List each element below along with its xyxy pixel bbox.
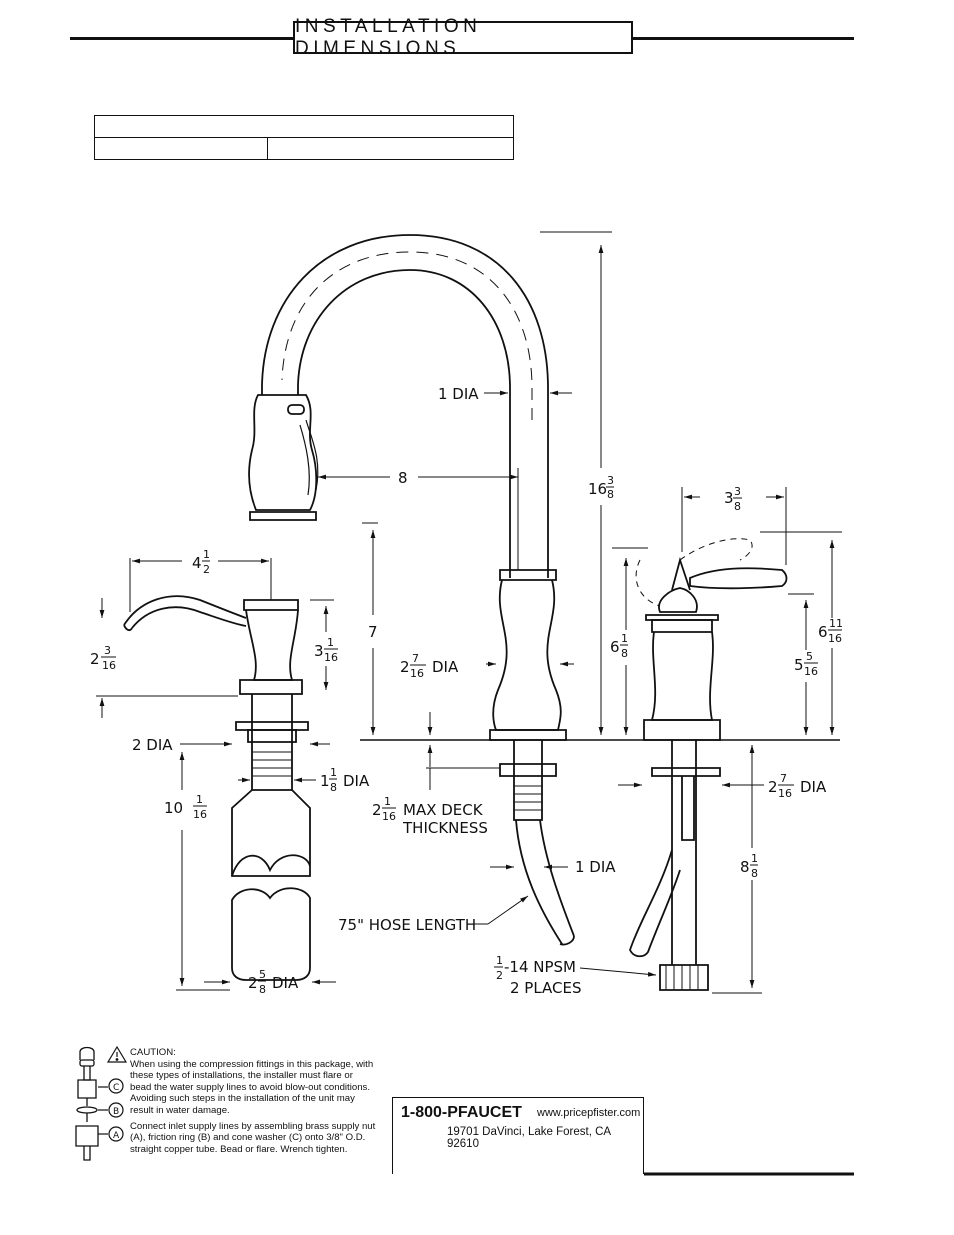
dim-deck-num: 1: [384, 795, 391, 808]
spec-table-row: [95, 116, 513, 138]
dim-body-dia-whole: 2: [400, 658, 410, 676]
dim-soap-head-den: 16: [324, 651, 338, 664]
dim-body-dia-suffix: DIA: [432, 658, 459, 676]
dim-handle-top-whole: 6: [818, 623, 828, 641]
dim-handle-mid-num: 5: [806, 650, 813, 663]
dim-soap-shank-whole: 1: [320, 772, 330, 790]
dim-deck-den: 16: [382, 810, 396, 823]
dim-deck-line2: THICKNESS: [402, 819, 488, 837]
instruction-line: (A), friction ring (B) and cone washer (…: [130, 1132, 366, 1144]
dim-side-base-num: 7: [780, 772, 787, 785]
caution-notice: CAUTION: When using the compression fitt…: [130, 1047, 380, 1155]
instruction-line: Connect inlet supply lines by assembling…: [130, 1120, 376, 1132]
warning-triangle-icon: [106, 1045, 128, 1063]
dim-side-height-num: 1: [621, 632, 628, 645]
dim-soap-spout-whole: 2: [90, 650, 100, 668]
fitting-label-a: [98, 1126, 124, 1142]
dim-soap-shank-num: 1: [330, 766, 337, 779]
dim-soap-length-whole: 10: [164, 799, 183, 817]
dim-npsm-num: 1: [496, 954, 503, 967]
dim-soap-shank-den: 8: [330, 781, 337, 794]
header-rule-left: [70, 37, 293, 40]
dim-soap-reach-den: 2: [203, 563, 210, 576]
dim-soap-head-num: 1: [327, 636, 334, 649]
header-rule-right: [633, 37, 854, 40]
contact-address: 19701 DaVinci, Lake Forest, CA 92610: [447, 1126, 611, 1150]
dim-spout-dia: 1 DIA: [438, 385, 479, 403]
dim-soap-bottle-num: 5: [259, 968, 266, 981]
dim-soap-spout-den: 16: [102, 659, 116, 672]
dim-spout-clearance: 7: [368, 623, 378, 641]
dim-npsm-den: 2: [496, 969, 503, 982]
contact-box: 1-800-PFAUCET www.pricepfister.com 19701…: [392, 1097, 644, 1174]
caution-line: result in water damage.: [130, 1104, 230, 1116]
spec-table: [94, 115, 514, 160]
dim-body-dia-num: 7: [412, 652, 419, 665]
dim-handle-width-den: 8: [734, 500, 741, 513]
dim-soap-reach-whole: 4: [192, 554, 202, 572]
dim-side-base-den: 16: [778, 787, 792, 800]
dim-hose-length: 75" HOSE LENGTH: [338, 916, 476, 934]
dim-handle-width-num: 3: [734, 485, 741, 498]
contact-phone: 1-800-PFAUCET: [401, 1104, 522, 1121]
dim-side-base-suffix: DIA: [800, 778, 827, 796]
dim-side-shank-num: 1: [751, 852, 758, 865]
fitting-label-b: [98, 1102, 124, 1118]
instruction-line: straight copper tube. Bead or flare. Wre…: [130, 1143, 348, 1155]
caution-heading: CAUTION:: [130, 1047, 176, 1058]
dim-side-base-whole: 2: [768, 778, 778, 796]
dim-handle-top-num: 11: [829, 617, 843, 630]
faucet-body-drawing: [248, 234, 575, 946]
dim-handle-width-whole: 3: [724, 489, 734, 507]
fitting-letter-b: B: [113, 1107, 119, 1117]
fitting-label-c: [98, 1078, 124, 1094]
soap-dispenser-drawing: [123, 595, 311, 981]
dim-soap-flange: 2 DIA: [132, 736, 173, 754]
faucet-side-drawing: [629, 538, 788, 991]
page-title: INSTALLATION DIMENSIONS: [293, 16, 633, 59]
dim-hose-dia: 1 DIA: [575, 858, 616, 876]
dim-soap-head-whole: 3: [314, 642, 324, 660]
dim-soap-bottle-whole: 2: [248, 974, 258, 992]
dim-soap-shank-suffix: DIA: [343, 772, 370, 790]
spec-table-cell: [95, 138, 268, 160]
dim-handle-top-den: 16: [828, 632, 842, 645]
caution-line: these types of installations, the instal…: [130, 1070, 353, 1082]
dim-height-den: 8: [607, 488, 614, 501]
fitting-letter-a: A: [113, 1131, 120, 1141]
dim-soap-spout-num: 3: [104, 644, 111, 657]
dim-handle-mid-den: 16: [804, 665, 818, 678]
dim-soap-bottle-den: 8: [259, 983, 266, 996]
dim-soap-length-num: 1: [196, 793, 203, 806]
dim-reach: 8: [398, 469, 408, 487]
compression-fittings-icon: [75, 1046, 99, 1161]
dim-soap-reach-num: 1: [203, 548, 210, 561]
contact-website[interactable]: www.pricepfister.com: [537, 1107, 641, 1119]
dim-handle-mid-whole: 5: [794, 656, 804, 674]
dim-soap-bottle-suffix: DIA: [272, 974, 299, 992]
dim-height-whole: 16: [588, 480, 607, 498]
dim-deck-whole: 2: [372, 801, 382, 819]
fitting-letter-c: C: [113, 1083, 119, 1093]
dim-npsm-line1: -14 NPSM: [504, 958, 576, 976]
dim-npsm-line2: 2 PLACES: [510, 979, 582, 997]
dim-soap-length-den: 16: [193, 808, 207, 821]
dim-side-shank-whole: 8: [740, 858, 750, 876]
dim-side-height-whole: 6: [610, 638, 620, 656]
dim-side-height-den: 8: [621, 647, 628, 660]
dim-deck-line1: MAX DECK: [403, 801, 484, 819]
dim-side-shank-den: 8: [751, 867, 758, 880]
spec-table-row: [95, 138, 513, 160]
dim-height-num: 3: [607, 474, 614, 487]
caution-line: When using the compression fittings in t…: [130, 1058, 374, 1070]
caution-line: Avoiding such steps in the installation …: [130, 1093, 355, 1105]
dim-body-dia-den: 16: [410, 667, 424, 680]
caution-line: bead the water supply lines to avoid blo…: [130, 1081, 370, 1093]
